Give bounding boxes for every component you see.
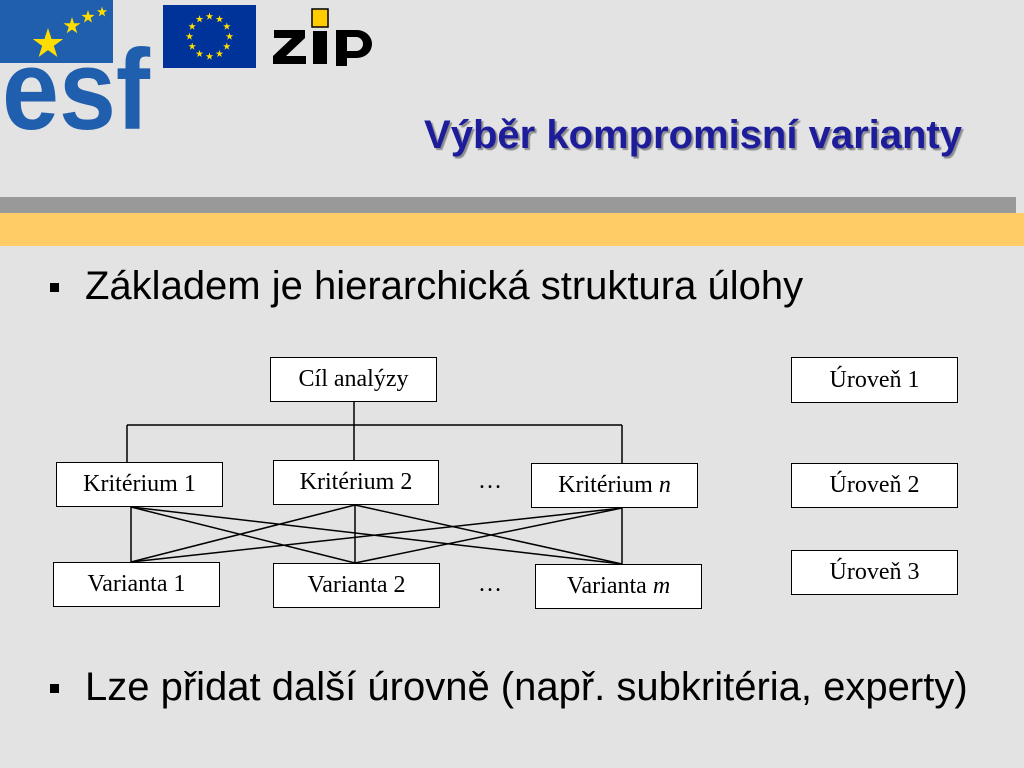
header-band-gray bbox=[0, 197, 1016, 213]
zip-logo-i-stem bbox=[313, 31, 327, 64]
variant-node-m: Varianta m bbox=[535, 564, 702, 609]
criterion-label: Kritérium 2 bbox=[299, 469, 413, 495]
star-icon bbox=[225, 32, 234, 40]
bullet-text-1: Základem je hierarchická struktura úlohy bbox=[85, 264, 804, 308]
goal-label: Cíl analýzy bbox=[298, 366, 409, 392]
level-label: Úroveň 3 bbox=[829, 559, 920, 585]
level-node-2: Úroveň 2 bbox=[791, 463, 958, 508]
bullet-text-2: Lze přidat další úrovně (např. subkritér… bbox=[85, 665, 968, 709]
zip-logo-z bbox=[273, 30, 306, 64]
criterion-node-n: Kritérium n bbox=[531, 463, 698, 508]
star-icon bbox=[205, 12, 214, 20]
zip-logo-p-bowl bbox=[347, 30, 372, 58]
star-icon bbox=[188, 42, 196, 50]
zip-logo-i-dot bbox=[311, 8, 329, 28]
eu-stars bbox=[185, 12, 234, 60]
goal-node: Cíl analýzy bbox=[270, 357, 437, 402]
criterion-label: Kritérium bbox=[558, 472, 653, 498]
zip-logo bbox=[273, 8, 372, 66]
square-bullet-icon bbox=[50, 283, 59, 292]
criterion-variable: n bbox=[658, 472, 671, 498]
star-icon bbox=[195, 49, 204, 58]
variant-label: Varianta 1 bbox=[87, 571, 186, 597]
star-icon bbox=[215, 49, 224, 58]
esf-logo: esf bbox=[0, 0, 151, 135]
criterion-label: Kritérium 1 bbox=[83, 471, 196, 497]
star-icon bbox=[188, 22, 196, 30]
star-icon bbox=[32, 28, 64, 57]
slide-title: Výběr kompromisní varianty bbox=[424, 113, 962, 157]
criteria-ellipsis: … bbox=[478, 468, 502, 494]
level-node-1: Úroveň 1 bbox=[791, 357, 958, 403]
level-label: Úroveň 1 bbox=[829, 366, 920, 393]
header-band-yellow bbox=[0, 213, 1024, 246]
star-icon bbox=[205, 52, 214, 60]
variant-label: Varianta 2 bbox=[307, 572, 406, 598]
eu-flag-logo bbox=[163, 5, 256, 68]
criterion-node-2: Kritérium 2 bbox=[273, 460, 439, 505]
zip-logo-p-stem bbox=[336, 30, 347, 66]
variant-label-m: Varianta m bbox=[567, 573, 670, 600]
star-icon bbox=[81, 10, 95, 23]
star-icon bbox=[63, 17, 81, 34]
criterion-node-1: Kritérium 1 bbox=[56, 462, 223, 507]
esf-stars bbox=[32, 6, 108, 57]
variant-variable: m bbox=[652, 573, 671, 599]
connector-c1-vm bbox=[130, 506, 623, 565]
esf-logo-background bbox=[0, 0, 113, 63]
variant-node-1: Varianta 1 bbox=[53, 562, 220, 607]
star-icon bbox=[96, 6, 108, 17]
connector-cn-v2 bbox=[354, 507, 623, 564]
star-icon bbox=[195, 15, 204, 23]
connector-c2-vm bbox=[354, 504, 623, 565]
connector-cn-v1 bbox=[130, 507, 623, 563]
variant-node-2: Varianta 2 bbox=[273, 563, 440, 608]
level-node-3: Úroveň 3 bbox=[791, 550, 958, 595]
esf-logo-lettering: esf bbox=[2, 27, 151, 135]
connector-c1-v2 bbox=[130, 506, 356, 564]
star-icon bbox=[215, 15, 224, 23]
variants-ellipsis: … bbox=[478, 571, 502, 597]
star-icon bbox=[223, 42, 231, 50]
criterion-label-n: Kritérium n bbox=[558, 472, 671, 499]
connector-c2-v1 bbox=[130, 504, 356, 563]
star-icon bbox=[223, 22, 231, 30]
star-icon bbox=[185, 32, 194, 40]
variant-label: Varianta bbox=[566, 573, 647, 599]
square-bullet-icon bbox=[50, 684, 59, 693]
level-label: Úroveň 2 bbox=[829, 472, 920, 498]
